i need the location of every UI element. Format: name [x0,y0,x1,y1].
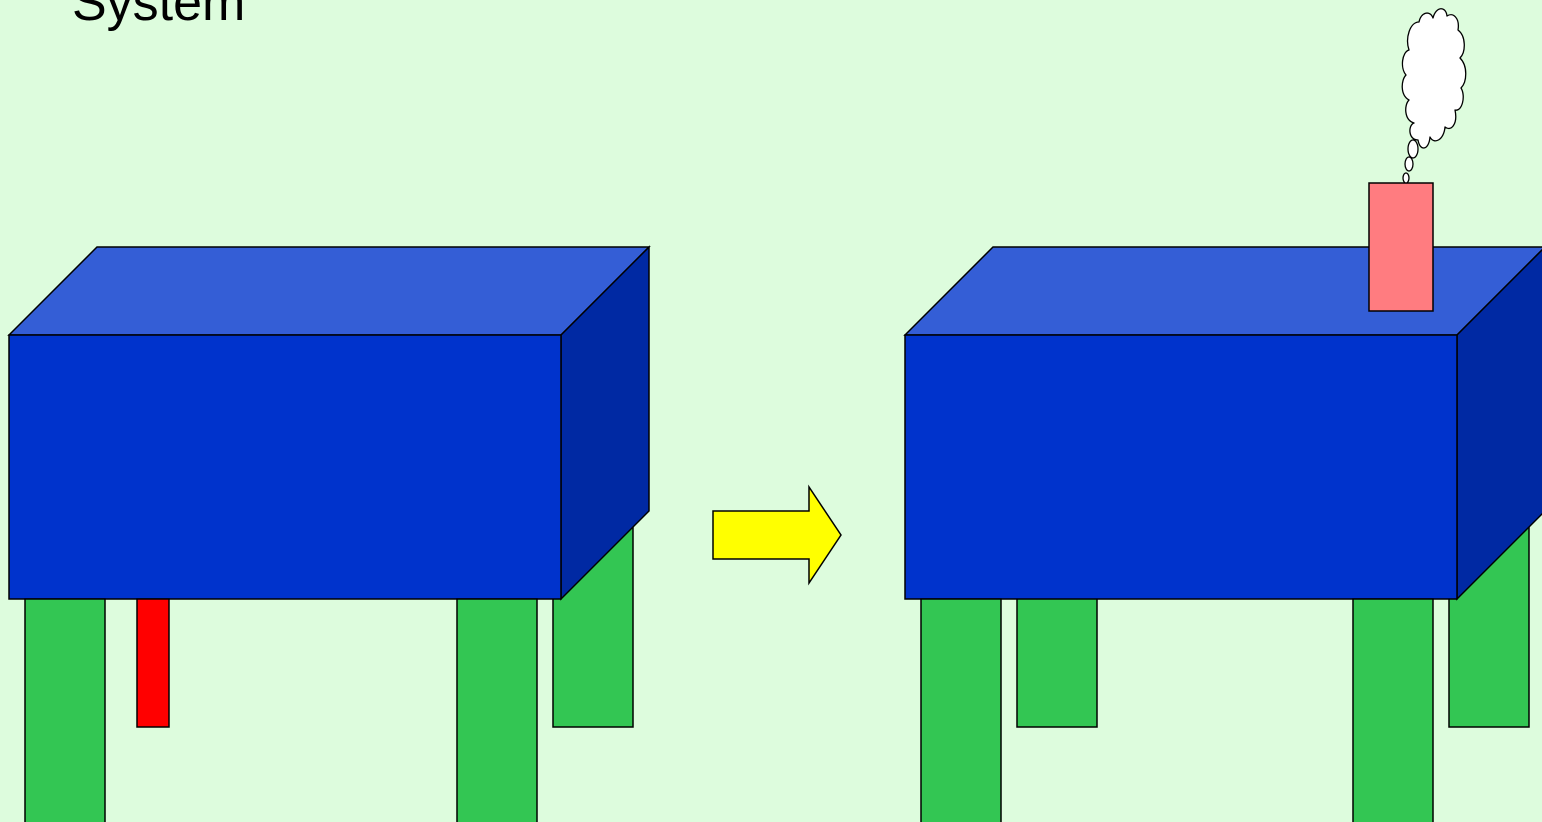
right-arrow-icon [712,484,842,586]
front-left-leg [920,598,1002,822]
box-front-face [904,334,1458,600]
thought-bubble-icon [1401,8,1467,184]
failing-component [136,598,170,728]
box-top-face [7,246,651,336]
box-top-face [903,246,1542,336]
slide-title: System [72,0,246,32]
box-front-face [8,334,562,600]
front-right-leg [456,598,538,822]
system-after [903,8,1542,822]
front-right-leg [1352,598,1434,822]
ejected-component [1368,182,1434,312]
front-left-leg [24,598,106,822]
system-before [7,245,651,822]
